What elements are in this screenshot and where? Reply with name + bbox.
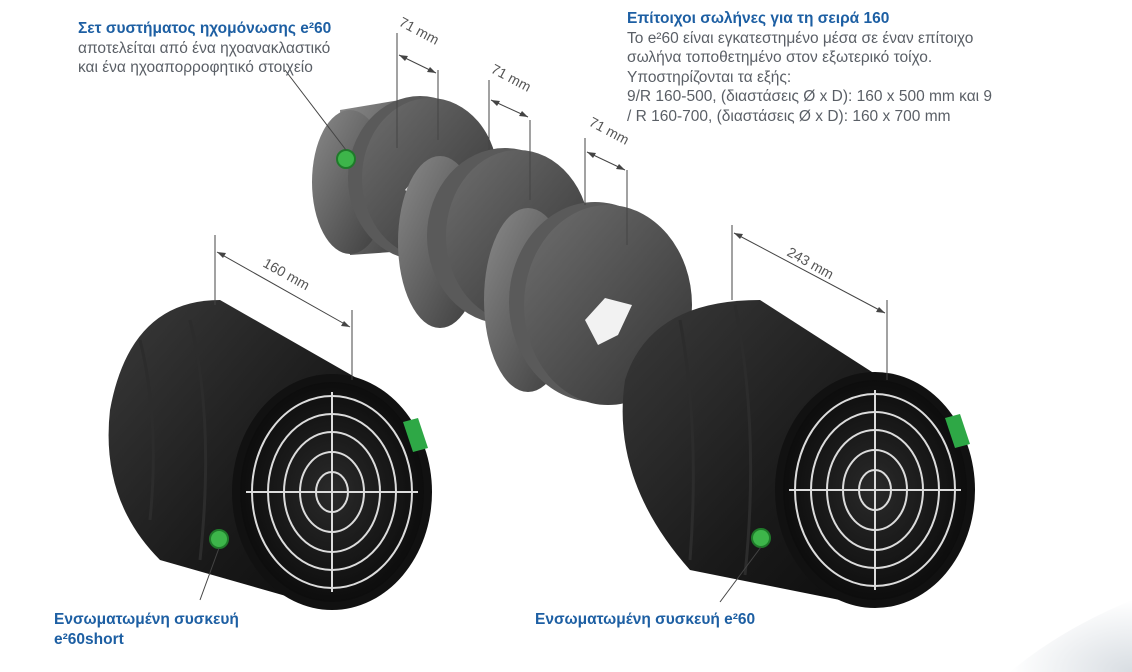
dimension-disk-3: 71 mm — [587, 114, 632, 148]
corner-decoration — [1010, 600, 1132, 672]
insulation-set-desc-1: αποτελείται από ένα ηχοανακλαστικό — [78, 39, 331, 57]
device-long-label-text: Ενσωματωμένη συσκευή e²60 — [535, 611, 756, 628]
insulation-set-desc-2: και ένα ηχοαπορροφητικό στοιχείο — [78, 59, 313, 76]
wall-pipes-line-5: / R 160-700, (διαστάσεις Ø x D): 160 x 7… — [627, 107, 951, 125]
wall-pipes-line-2: σωλήνα τοποθετημένο στον εξωτερικό τοίχο… — [627, 49, 933, 66]
device-long-label: Ενσωματωμένη συσκευή e²60 — [535, 610, 835, 630]
wall-pipes-line-3: Υποστηρίζονται τα εξής: — [627, 68, 792, 86]
insulation-set-title: Σετ συστήματος ηχομόνωσης e²60 — [78, 20, 332, 37]
wall-pipes-line-1: Το e²60 είναι εγκατεστημένο μέσα σε έναν… — [627, 29, 974, 47]
wall-pipes-callout: Επίτοιχοι σωλήνες για τη σειρά 160 Το e²… — [627, 9, 1007, 126]
dimension-disk-2: 71 mm — [489, 61, 534, 95]
wall-pipes-title: Επίτοιχοι σωλήνες για τη σειρά 160 — [627, 10, 890, 27]
insulation-set — [312, 96, 692, 405]
status-led-icon — [751, 528, 771, 548]
dimension-disk-1: 71 mm — [397, 14, 442, 48]
device-e260 — [622, 300, 975, 608]
device-short-label-line-1: Ενσωματωμένη συσκευή — [54, 611, 239, 628]
status-led-icon — [336, 149, 356, 169]
dimension-long-length: 243 mm — [785, 244, 837, 283]
green-connector — [403, 418, 428, 452]
wall-pipes-line-4: 9/R 160-500, (διαστάσεις Ø x D): 160 x 5… — [627, 88, 993, 105]
device-short-label-line-2: e²60short — [54, 630, 124, 648]
dimension-short-length: 160 mm — [261, 255, 313, 294]
status-led-icon — [209, 529, 229, 549]
device-short-label: Ενσωματωμένη συσκευή e²60short — [54, 610, 314, 649]
device-e260short — [108, 300, 432, 610]
insulation-set-callout: Σετ συστήματος ηχομόνωσης e²60 αποτελείτ… — [78, 19, 378, 78]
green-connector — [945, 414, 970, 448]
